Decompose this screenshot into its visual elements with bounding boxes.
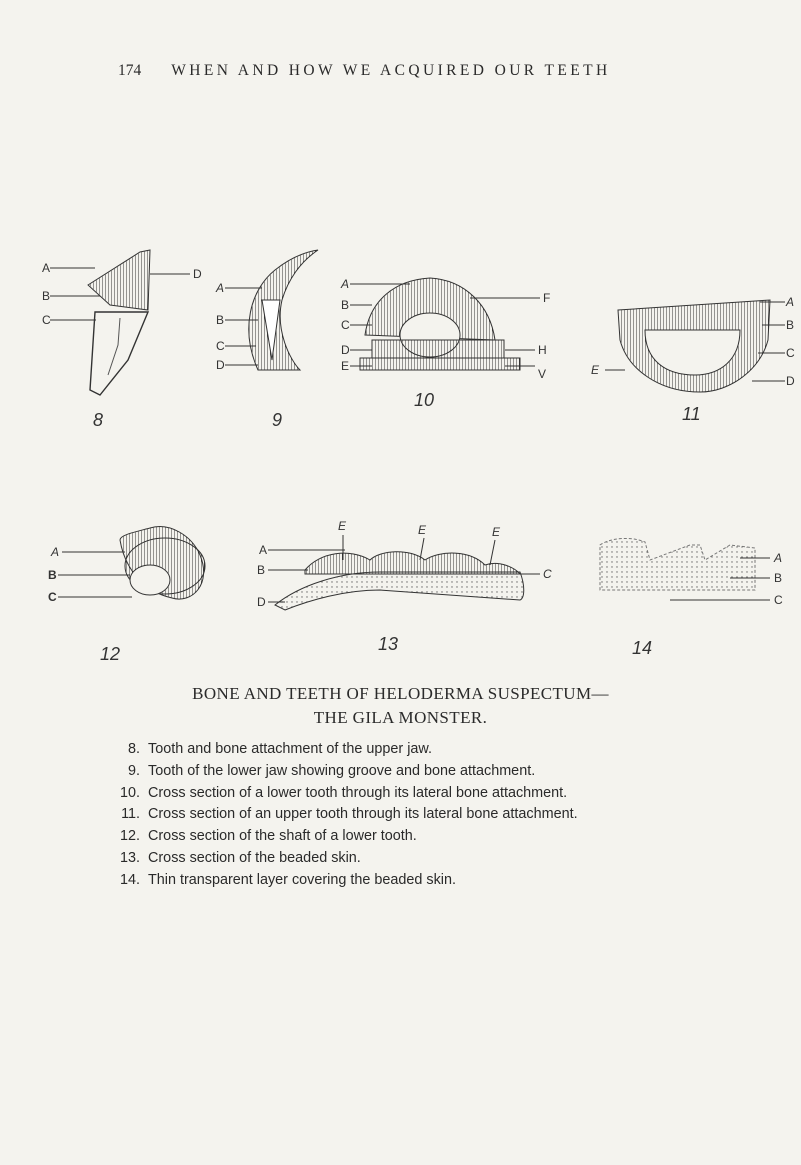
fig10-label-v: V — [538, 367, 546, 381]
running-title: WHEN AND HOW WE ACQUIRED OUR TEETH — [171, 62, 611, 79]
legend-item-number: 14. — [119, 871, 140, 888]
fig12-number: 12 — [100, 644, 120, 664]
legend-item: 11. Cross section of an upper tooth throu… — [108, 804, 748, 826]
legend-item-number: 12. — [119, 828, 140, 845]
legend-item-number: 11. — [121, 806, 140, 823]
legend-item-text: Thin transparent layer covering the bead… — [148, 871, 456, 888]
legend-item: 13. Cross section of the beaded skin. — [108, 848, 748, 870]
legend-item: 10. Cross section of a lower tooth throug… — [108, 783, 748, 805]
legend-item-number: 9. — [127, 762, 140, 779]
legend-item-text: Cross section of the shaft of a lower to… — [148, 828, 417, 845]
fig13-number: 13 — [378, 634, 398, 654]
fig10-label-f: F — [543, 291, 550, 305]
legend-item-number: 13. — [119, 849, 140, 866]
fig11-number: 11 — [682, 404, 701, 424]
fig10-number: 10 — [414, 390, 434, 410]
fig12-label-c: C — [48, 590, 57, 604]
figure-10: A B C D E F H V 10 — [340, 277, 550, 410]
fig10-label-a: A — [340, 277, 349, 291]
figure-9: A B C D 9 — [215, 249, 319, 430]
figure-11: E A B C D 11 — [591, 295, 795, 424]
fig13-label-d: D — [257, 595, 266, 609]
fig11-label-b: B — [786, 318, 794, 332]
fig13-label-c: C — [543, 567, 552, 581]
fig14-label-c: C — [774, 593, 783, 607]
caption-title-line-2: THE GILA MONSTER. — [313, 708, 488, 727]
figure-14: A B C 14 — [599, 537, 783, 658]
fig8-label-d: D — [193, 267, 202, 281]
fig14-number: 14 — [632, 638, 652, 658]
legend-item-text: Cross section of an upper tooth through … — [148, 806, 578, 823]
legend-item-number: 8. — [127, 741, 140, 757]
figure-legend: 8. Tooth and bone attachment of the upper… — [108, 739, 748, 892]
fig11-label-c: C — [786, 346, 795, 360]
legend-item-text: Tooth of the lower jaw showing groove an… — [148, 762, 536, 779]
fig10-label-h: H — [538, 343, 547, 357]
caption-title-line-1: BONE AND TEETH OF HELODERMA SUSPECTUM— — [192, 684, 609, 703]
legend-item-text: Cross section of the beaded skin. — [148, 849, 361, 866]
fig14-label-b: B — [774, 571, 782, 585]
legend-item-text: Cross section of a lower tooth through i… — [148, 784, 568, 801]
fig13-label-e1: E — [338, 519, 347, 533]
legend-item: 8. Tooth and bone attachment of the upper… — [108, 739, 748, 761]
fig12-label-b: B — [48, 568, 57, 582]
legend-item: 9. Tooth of the lower jaw showing groove … — [108, 761, 748, 783]
fig8-label-c: C — [42, 313, 51, 327]
legend-item-number: 10. — [119, 784, 140, 801]
page-number: 174 — [118, 62, 142, 79]
fig13-label-e2: E — [418, 523, 427, 537]
fig11-label-d: D — [786, 374, 795, 388]
running-header: 174 WHEN AND HOW WE ACQUIRED OUR TEETH — [118, 62, 678, 80]
fig10-label-e: E — [341, 359, 349, 373]
fig8-label-b: B — [42, 289, 50, 303]
plate-caption-title: BONE AND TEETH OF HELODERMA SUSPECTUM— T… — [0, 682, 801, 730]
legend-item: 12. Cross section of the shaft of a lower… — [108, 826, 748, 848]
figure-13: A B C D E E E 13 — [257, 519, 552, 654]
figure-8: A B C D 8 — [42, 249, 202, 430]
fig13-label-e3: E — [492, 525, 501, 539]
fig11-label-e: E — [591, 363, 600, 377]
figure-12: A B C 12 — [48, 526, 206, 664]
fig12-label-a: A — [50, 545, 59, 559]
legend-item-text: Tooth and bone attachment of the upper j… — [148, 741, 433, 757]
fig14-label-a: A — [773, 551, 782, 565]
fig9-label-b: B — [216, 313, 224, 327]
figure-plate: A B C D 8 A B C D 9 A B C D E — [42, 249, 795, 664]
fig9-number: 9 — [272, 410, 282, 430]
fig13-label-a: A — [259, 543, 267, 557]
fig11-label-a: A — [785, 295, 794, 309]
fig10-label-c: C — [341, 318, 350, 332]
legend-item: 14. Thin transparent layer covering the b… — [108, 870, 748, 892]
fig8-number: 8 — [93, 410, 103, 430]
fig9-label-a: A — [215, 281, 224, 295]
fig9-label-c: C — [216, 339, 225, 353]
fig10-label-b: B — [341, 298, 349, 312]
fig10-label-d: D — [341, 343, 350, 357]
fig8-label-a: A — [42, 261, 50, 275]
fig9-label-d: D — [216, 358, 225, 372]
fig13-label-b: B — [257, 563, 265, 577]
